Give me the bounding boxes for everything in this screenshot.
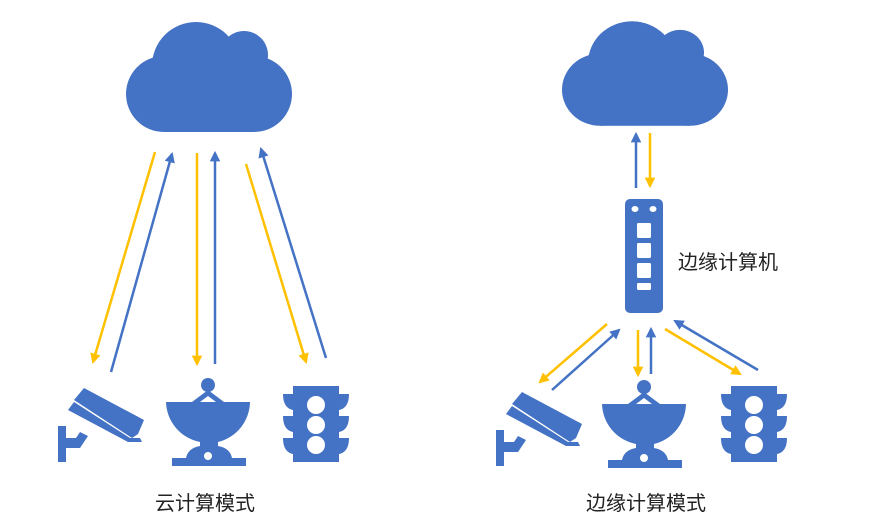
cloud-mode-panel: 云计算模式 <box>58 22 349 515</box>
link-cloud-to-traffic-light <box>244 163 309 365</box>
link-camera-to-cloud <box>109 151 175 373</box>
link-edge-to-camera <box>538 323 608 384</box>
link-camera-to-edge <box>551 328 621 391</box>
cloud-mode-caption: 云计算模式 <box>155 491 255 515</box>
edge-mode-panel: 边缘计算机 边缘计算模式 <box>496 21 787 515</box>
link-edge-to-traffic-light <box>664 327 742 376</box>
link-traffic-light-to-cloud <box>258 146 328 359</box>
edge-mode-caption: 边缘计算模式 <box>586 491 706 515</box>
edge-server-icon <box>625 199 663 313</box>
cloud-icon <box>562 21 728 126</box>
link-cloud-to-camera <box>90 151 157 365</box>
traffic-light-icon <box>283 386 349 462</box>
cloud-icon <box>126 22 292 132</box>
satellite-dish-icon <box>602 380 686 468</box>
edge-computer-label: 边缘计算机 <box>678 250 778 274</box>
security-camera-icon <box>58 388 144 462</box>
traffic-light-icon <box>721 386 787 462</box>
link-traffic-light-to-edge <box>673 319 759 372</box>
satellite-dish-icon <box>166 378 250 466</box>
security-camera-icon <box>496 392 582 466</box>
